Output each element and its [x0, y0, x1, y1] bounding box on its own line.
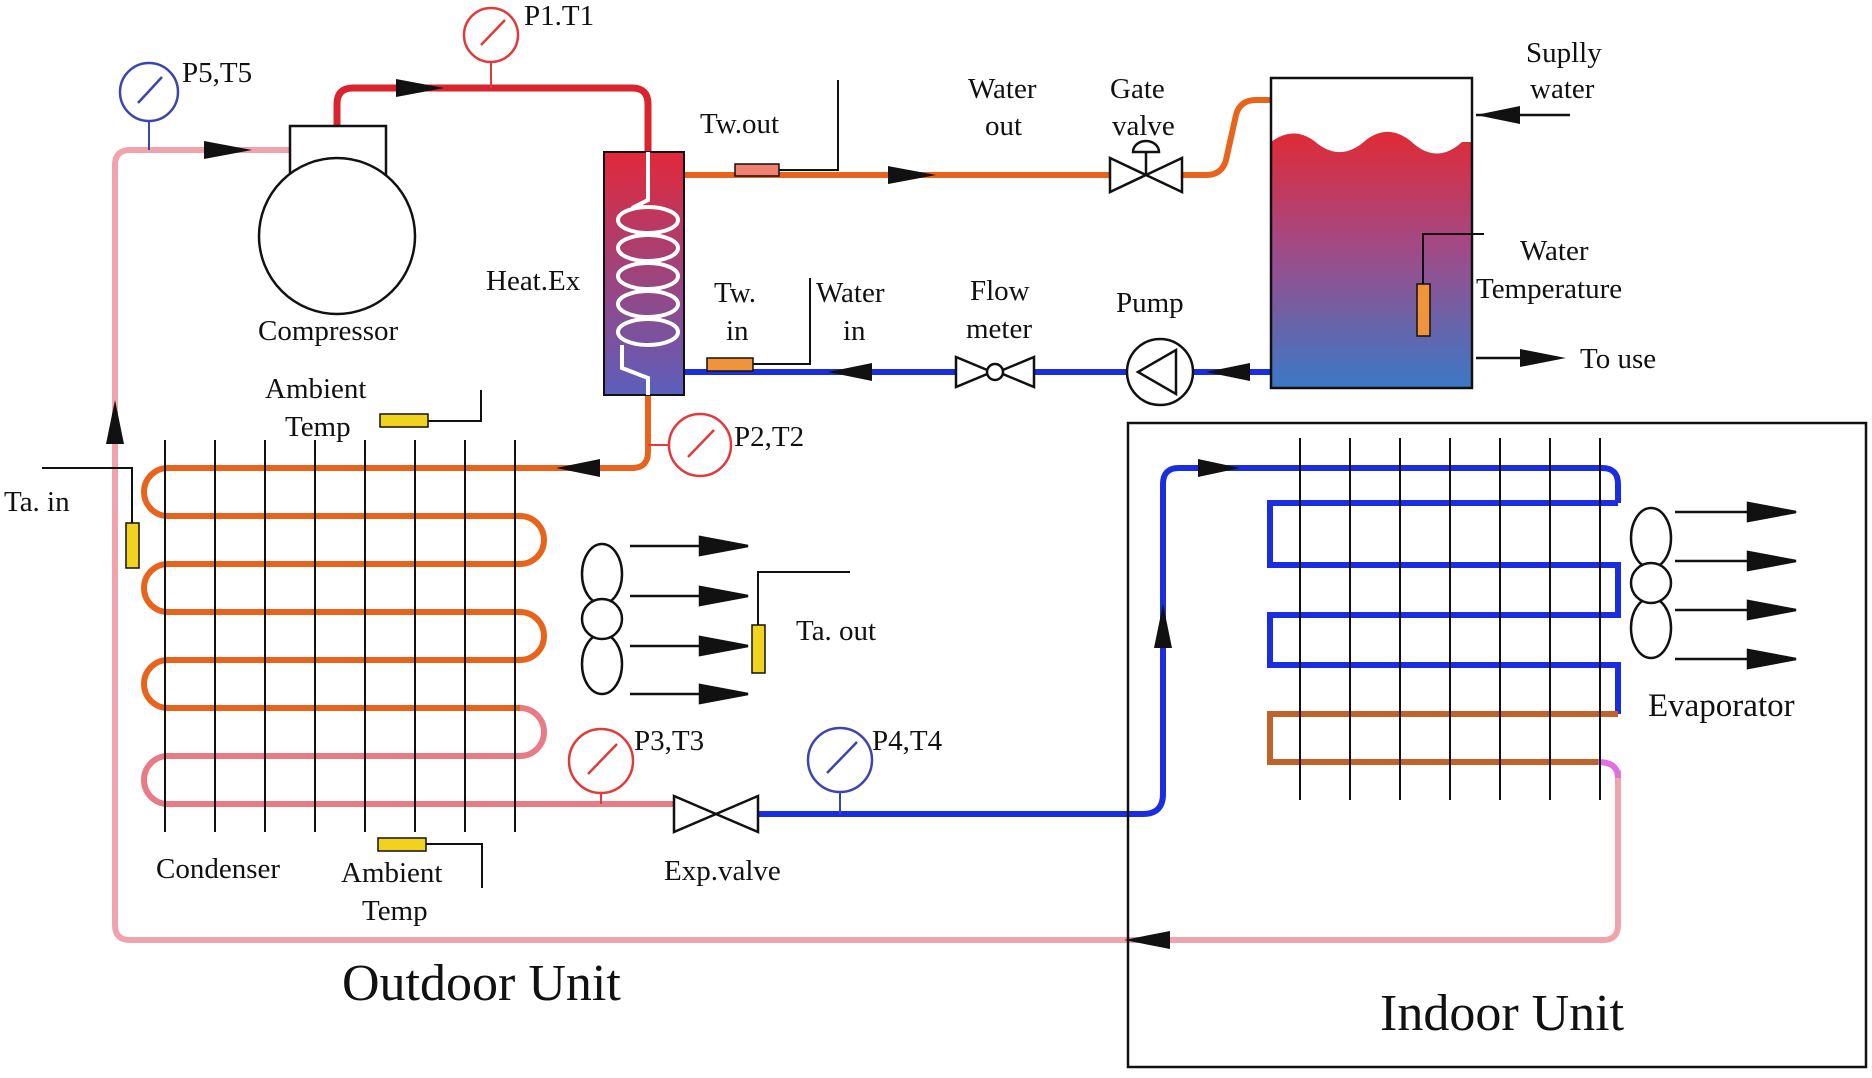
label-ambient-temp-top-1: Ambient: [265, 373, 367, 405]
condenser-coil-orange: [141, 465, 547, 711]
label-heat-ex: Heat.Ex: [486, 265, 581, 297]
condenser-airflow-arrows: [630, 535, 749, 705]
to-use-arrow: [1520, 349, 1566, 367]
label-p3-t3: P3,T3: [634, 725, 704, 757]
gate-valve: [1108, 139, 1184, 194]
sensor-ambient-temp-bottom: [377, 837, 483, 888]
sensor-ta-out: [751, 571, 850, 674]
gauge-p3-t3: [567, 727, 635, 804]
label-ambient-temp-bottom-1: Ambient: [341, 857, 443, 889]
flow-meter: [954, 355, 1036, 389]
expansion-valve: [672, 794, 760, 834]
labels: P1.T1 P5,T5 Compressor Heat.Ex Tw.out Wa…: [4, 0, 1795, 1042]
label-tw-out: Tw.out: [700, 108, 779, 140]
label-pump: Pump: [1116, 287, 1184, 319]
evaporator-outlet: [1597, 759, 1621, 779]
gauge-p2-t2: [648, 412, 733, 478]
label-flow-meter-1: Flow: [970, 275, 1030, 307]
label-ambient-temp-top-2: Temp: [285, 411, 351, 443]
label-condenser: Condenser: [156, 853, 280, 885]
compressor: [257, 124, 417, 316]
arrow-discharge: [396, 79, 444, 97]
label-water-out-1: Water: [968, 73, 1037, 105]
evaporator-airflow-arrows: [1675, 501, 1797, 670]
arrow-condenser-in: [556, 459, 600, 477]
label-indoor-unit: Indoor Unit: [1380, 985, 1625, 1042]
sensor-tw-out: [734, 80, 839, 177]
sensor-water-temperature: [1416, 233, 1484, 337]
liquid-line-to-evaporator: [742, 465, 1621, 817]
flow-arrows: [106, 79, 1250, 949]
label-gate-valve-1: Gate: [1110, 73, 1165, 105]
arrow-suction: [204, 141, 252, 159]
label-gate-valve-2: valve: [1112, 110, 1175, 142]
condenser-fan: [580, 542, 624, 696]
label-supply-water-2: water: [1530, 73, 1595, 105]
label-ambient-temp-bottom-2: Temp: [362, 895, 428, 927]
label-water-in-2: in: [843, 315, 866, 347]
label-to-use: To use: [1580, 343, 1656, 375]
label-p2-t2: P2,T2: [734, 421, 804, 453]
label-outdoor-unit: Outdoor Unit: [342, 955, 621, 1012]
label-ta-in: Ta. in: [4, 486, 70, 518]
evaporator-last-pass: [1267, 711, 1618, 765]
label-water-in-1: Water: [816, 277, 885, 309]
label-p5-t5: P5,T5: [182, 57, 252, 89]
label-ta-out: Ta. out: [796, 615, 876, 647]
sensor-ta-in: [42, 467, 140, 569]
gauge-p5-t5: [118, 61, 180, 150]
label-p1-t1: P1.T1: [524, 0, 594, 32]
pump: [1125, 337, 1195, 407]
evaporator-fan: [1629, 506, 1673, 660]
gauge-p4-t4: [806, 726, 874, 814]
arrow-evap-in: [1198, 459, 1240, 477]
gauge-p1-t1: [462, 6, 520, 88]
hx-to-condenser-pipe: [168, 395, 651, 471]
supply-water-arrow: [1476, 106, 1520, 124]
arrow-return-up: [106, 400, 124, 444]
arrow-tank-out: [1206, 363, 1250, 381]
arrow-liquid-up: [1154, 604, 1172, 648]
sensor-tw-in: [706, 278, 811, 372]
arrow-return-left: [1124, 931, 1170, 949]
label-exp-valve: Exp.valve: [664, 855, 781, 887]
label-tw-in-2: in: [726, 315, 749, 347]
suction-return-pipe: [112, 147, 1621, 943]
indoor-unit-box: [1126, 421, 1868, 1069]
condenser-coil-liquid: [141, 705, 690, 807]
label-flow-meter-2: meter: [966, 313, 1032, 345]
label-compressor: Compressor: [258, 315, 399, 347]
evaporator-fins: [1299, 438, 1601, 800]
arrow-hot-water: [888, 166, 936, 184]
label-tw-in-1: Tw.: [714, 277, 756, 309]
label-supply-water-1: Suplly: [1526, 37, 1602, 69]
label-evaporator: Evaporator: [1648, 688, 1795, 724]
arrow-cold-water: [828, 363, 872, 381]
condenser-fins: [164, 440, 516, 832]
evaporator-coil: [1267, 500, 1621, 714]
heat-exchanger: [603, 151, 685, 396]
sensor-ambient-temp-top: [379, 390, 482, 428]
label-water-temperature-1: Water: [1520, 235, 1589, 267]
discharge-pipe: [333, 84, 652, 152]
label-p4-t4: P4,T4: [872, 725, 943, 757]
label-water-temperature-2: Temperature: [1476, 273, 1622, 305]
label-water-out-2: out: [985, 110, 1022, 142]
